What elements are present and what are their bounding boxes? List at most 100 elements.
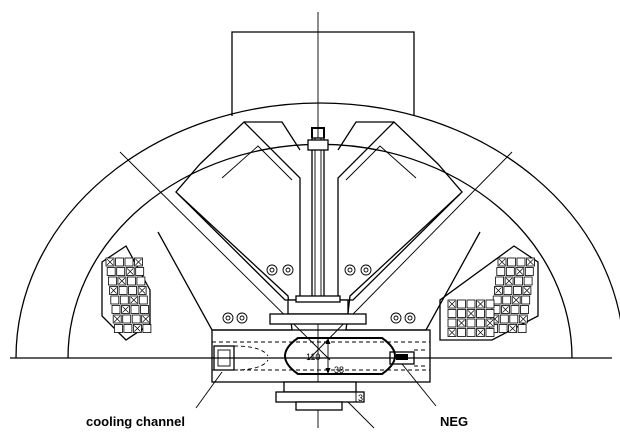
diagonal-line-left	[119, 151, 331, 361]
coil-grid-left	[105, 257, 152, 333]
coil-conductor-mark	[448, 300, 456, 308]
support-rod	[307, 127, 329, 309]
coil-conductor	[466, 318, 476, 328]
coil-conductor	[130, 305, 140, 314]
leader-bottom	[347, 401, 375, 429]
coil-conductor	[119, 295, 129, 305]
coil-conductor	[476, 309, 485, 318]
left-pole-inner	[221, 145, 293, 181]
coil-conductor	[498, 324, 508, 333]
coil-conductor-mark	[495, 287, 502, 294]
coil-conductor-mark	[142, 315, 149, 323]
coil-conductor	[124, 257, 134, 267]
left-pole-outline	[175, 121, 301, 301]
coil-conductor-mark	[130, 296, 138, 304]
left-pole-tip	[244, 121, 301, 151]
bolts	[222, 264, 416, 324]
leader-cooling-channel	[195, 371, 223, 409]
coil-conductor	[447, 318, 457, 328]
left-side-plate	[157, 193, 293, 331]
coil-conductor-mark	[122, 306, 129, 313]
diagonal-line-right	[307, 151, 513, 361]
coil-conductor-mark	[498, 258, 506, 266]
right-pole-inner	[345, 145, 417, 181]
central-clamp	[269, 295, 367, 325]
coil-conductor-mark	[118, 277, 126, 285]
coil-conductor-mark	[477, 300, 484, 308]
coil-conductor	[496, 267, 506, 276]
coil-conductor	[521, 295, 531, 305]
coil-conductor	[457, 299, 466, 309]
coil-conductor-mark	[477, 329, 484, 336]
coil-conductor	[492, 295, 502, 305]
coil-conductor	[140, 305, 149, 314]
coil-conductor-mark	[505, 277, 513, 285]
bottom-flange	[275, 381, 365, 411]
coil-conductor	[447, 309, 457, 318]
coil-conductor	[524, 267, 534, 276]
coil-conductor	[136, 276, 146, 286]
coil-conductor	[517, 324, 527, 333]
coil-conductor	[510, 305, 520, 314]
label-cooling-channel: cooling channel	[86, 414, 185, 429]
coil-conductor	[502, 295, 512, 305]
coil-conductor	[142, 324, 152, 333]
dimension-38	[325, 338, 331, 374]
coil-conductor-mark	[134, 325, 141, 332]
coil-conductor	[466, 299, 476, 309]
coil-conductor	[106, 267, 116, 276]
right-pole-tip	[337, 121, 394, 151]
coil-conductor	[135, 267, 145, 276]
coil-grid-right	[447, 257, 535, 337]
coil-conductor	[505, 267, 515, 276]
coil-conductor	[131, 314, 141, 324]
coil-conductor-mark	[135, 258, 142, 266]
coil-conductor-mark	[486, 319, 494, 327]
label-dim-wall: 3	[358, 393, 363, 403]
coil-conductor	[520, 305, 529, 314]
coil-conductor	[115, 257, 124, 267]
coil-conductor	[110, 295, 120, 305]
coil-conductor	[485, 299, 495, 309]
coil-conductor	[476, 318, 485, 328]
coil-conductor	[499, 314, 509, 324]
coil-conductor	[116, 267, 126, 276]
coil-conductor	[485, 309, 495, 318]
coil-conductor-mark	[516, 268, 524, 275]
coil-conductor	[122, 314, 132, 324]
coil-conductor	[503, 286, 513, 295]
coil-conductor	[111, 305, 121, 314]
coil-conductor	[128, 286, 138, 295]
coil-conductor-mark	[113, 315, 121, 323]
label-dim-height: 38	[334, 365, 344, 375]
coil-conductor-mark	[520, 315, 527, 323]
coil-conductor	[514, 276, 523, 286]
beam-pipe	[284, 337, 396, 375]
top-housing	[231, 31, 415, 116]
coil-conductor-mark	[467, 310, 475, 317]
coil-conductor	[118, 286, 128, 295]
coil-conductor-mark	[458, 319, 465, 327]
coil-conductor-mark	[527, 258, 534, 266]
label-neg: NEG	[440, 414, 468, 429]
coil-conductor	[457, 328, 466, 337]
coil-conductor	[123, 324, 133, 333]
right-pole-outline	[337, 121, 463, 301]
coil-conductor	[516, 257, 526, 267]
coil-conductor	[466, 328, 476, 337]
coil-conductor	[108, 276, 117, 286]
cooling-channel-block	[213, 345, 269, 371]
yoke-outer-arc	[15, 102, 620, 359]
coil-conductor-mark	[126, 268, 134, 275]
coil-conductor-mark	[106, 258, 114, 266]
coil-conductor	[114, 324, 123, 333]
coil-conductor	[127, 276, 136, 286]
leader-neg	[401, 363, 437, 407]
coil-conductor-mark	[509, 325, 516, 332]
coil-conductor-mark	[502, 306, 509, 313]
coil-conductor	[495, 276, 505, 286]
label-dim-width: 110	[306, 352, 320, 362]
coil-conductor	[485, 328, 495, 337]
